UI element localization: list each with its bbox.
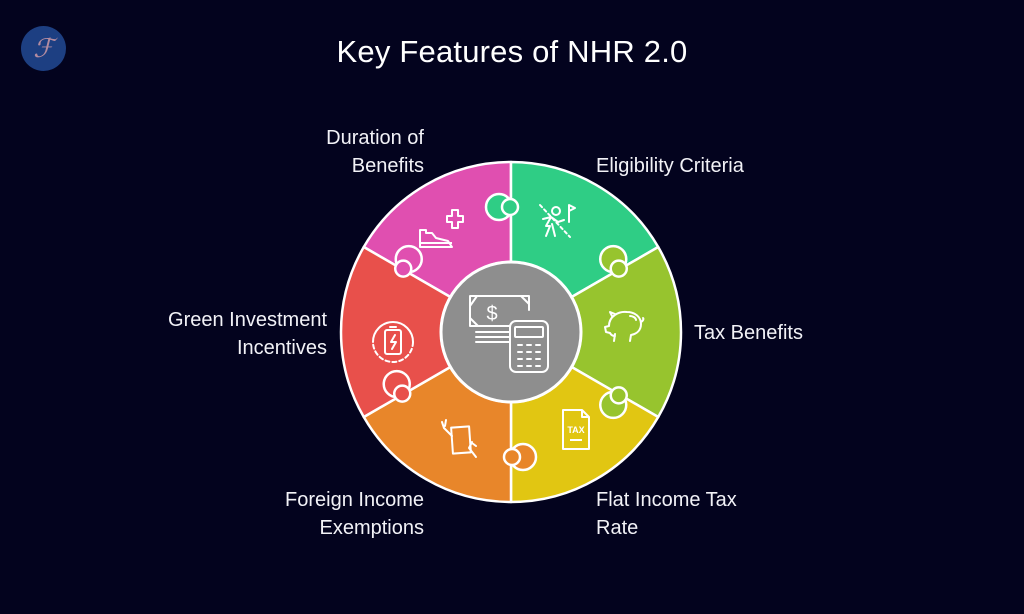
page-title: Key Features of NHR 2.0 [336, 34, 688, 69]
puzzle-knob-neck [393, 259, 413, 278]
person-goal-flag-icon [539, 204, 576, 238]
puzzle-knob-neck [392, 384, 412, 403]
sneaker-health-plus-icon [419, 209, 464, 248]
dollar-sign: $ [486, 303, 497, 325]
puzzle-knob-neck [500, 197, 520, 217]
label-duration-of-benefits: Duration of Benefits [326, 127, 424, 177]
puzzle-knob-neck [609, 386, 629, 405]
label-flat-income-tax-rate: Flat Income Tax Rate [596, 489, 737, 539]
brand-logo: ℱ [21, 26, 66, 71]
label-tax-benefits: Tax Benefits [694, 322, 803, 344]
tax-text: TAX [567, 425, 584, 435]
money-calculator-icon [469, 295, 549, 373]
brand-logo-icon: ℱ [33, 33, 54, 64]
hands-document-icon [441, 419, 477, 458]
puzzle-knob-neck [609, 259, 629, 278]
label-eligibility-criteria: Eligibility Criteria [596, 155, 744, 177]
label-green-investment-incentives: Green Investment Incentives [168, 309, 327, 359]
label-foreign-income-exemptions: Foreign Income Exemptions [285, 489, 424, 539]
tax-document-icon [562, 409, 590, 450]
battery-charge-icon [372, 321, 414, 363]
piggy-bank-icon [604, 310, 645, 342]
puzzle-knob-neck [502, 447, 522, 467]
